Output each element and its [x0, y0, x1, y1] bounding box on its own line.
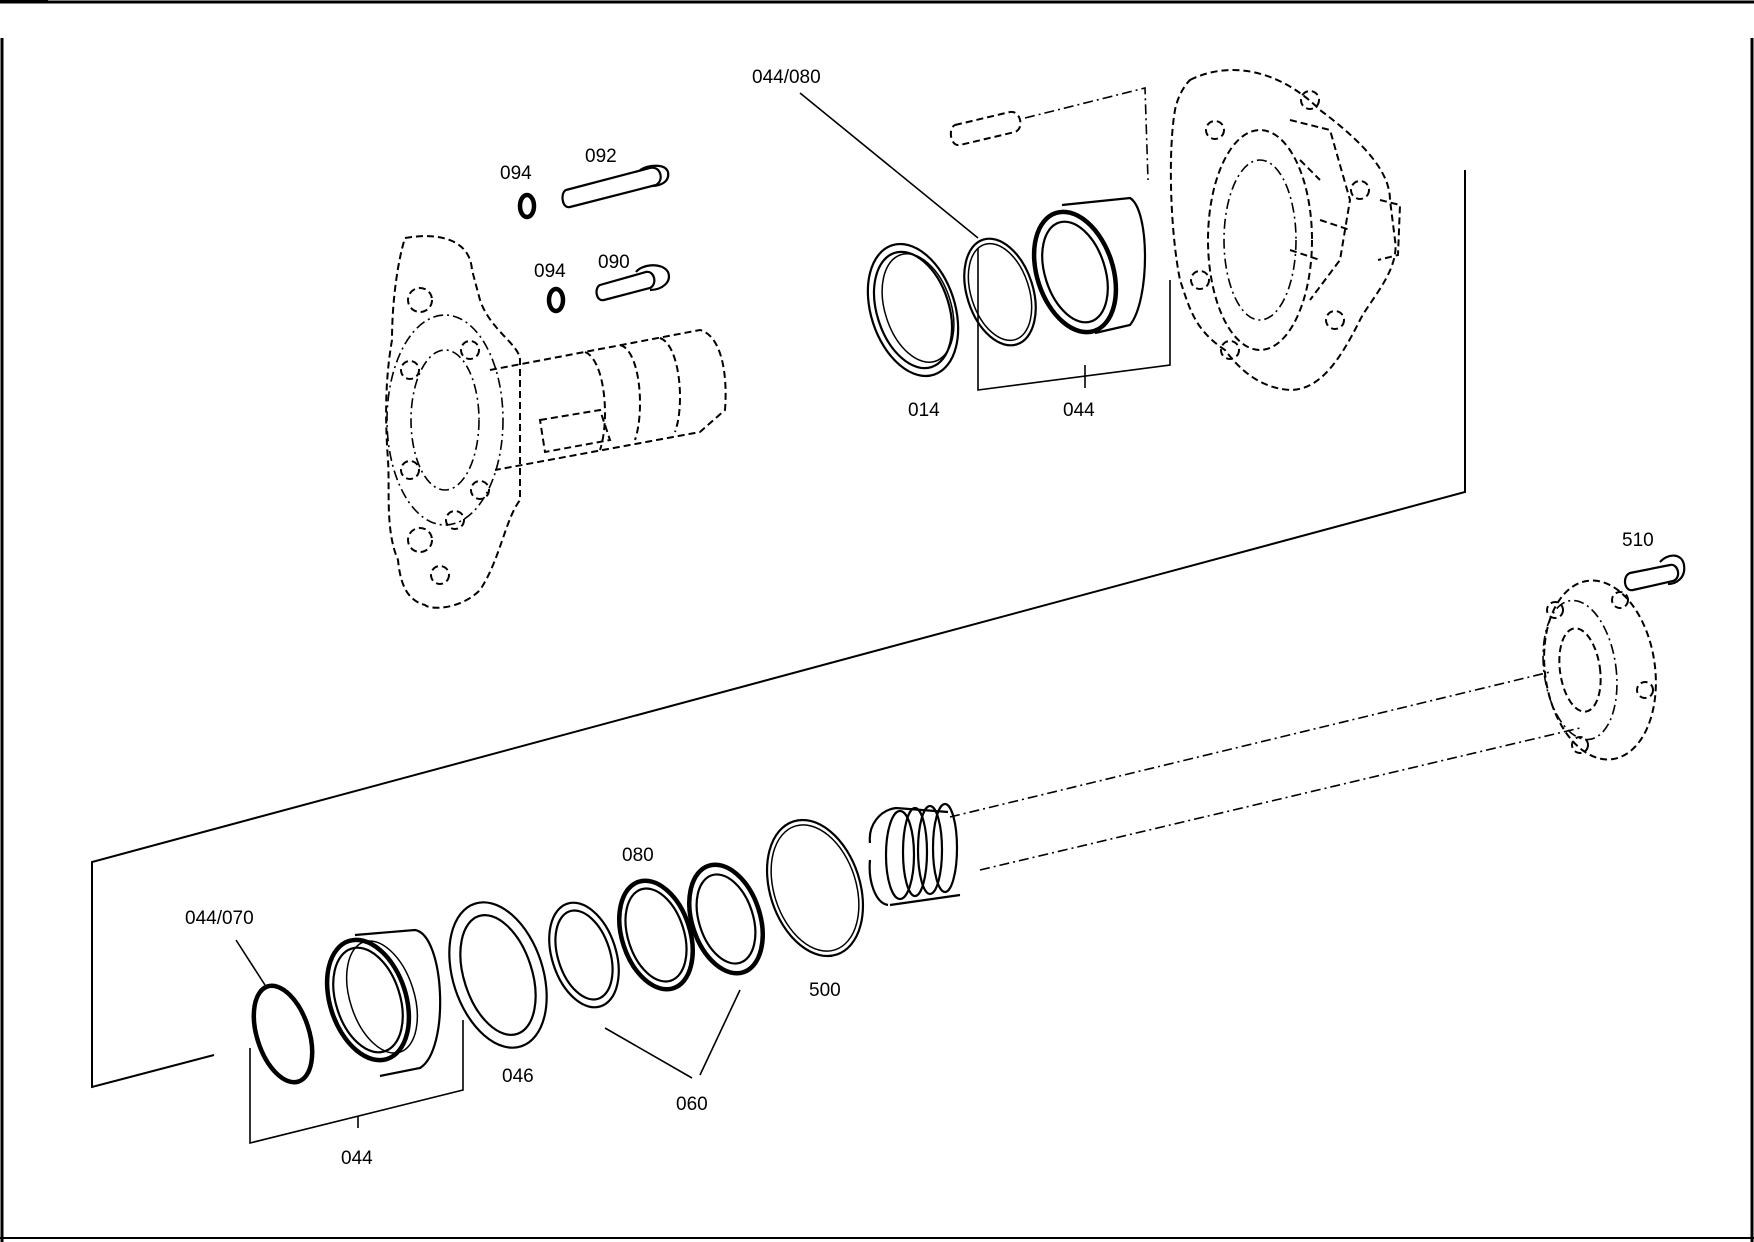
washer-094-lower — [546, 286, 566, 314]
label-500: 500 — [809, 980, 841, 1001]
bolt-510 — [1623, 554, 1686, 592]
bolt-090 — [595, 264, 670, 302]
lock-ring-080 — [617, 878, 695, 992]
label-044-lower: 044 — [341, 1148, 373, 1169]
label-014: 014 — [908, 400, 940, 421]
label-094-lower: 094 — [534, 261, 566, 282]
spacer-046 — [448, 901, 548, 1049]
label-094-upper: 094 — [500, 163, 532, 184]
label-510: 510 — [1622, 530, 1654, 551]
label-090: 090 — [598, 252, 630, 273]
label-044-upper: 044 — [1063, 400, 1095, 421]
screw-upper — [949, 86, 1149, 181]
label-080: 080 — [622, 845, 654, 866]
bearing-044-upper — [1031, 196, 1147, 335]
label-044-080: 044/080 — [752, 67, 821, 88]
washer-094-upper — [517, 192, 537, 220]
callout-labels: 094 092 094 090 044/080 014 044 510 080 … — [185, 67, 1654, 1169]
label-044-070: 044/070 — [185, 908, 254, 929]
seal-ring-014 — [866, 242, 960, 378]
bolt-092 — [561, 164, 670, 209]
assembly-frame — [91, 170, 1466, 1089]
slotted-nut-060b — [548, 901, 620, 1009]
gear-housing — [1169, 69, 1402, 392]
o-ring-500 — [765, 818, 865, 958]
axle-shaft — [868, 671, 1581, 907]
drive-flange — [1542, 579, 1657, 761]
bearing-044-lower — [324, 928, 442, 1078]
leader-lines — [235, 92, 1171, 1145]
carrier-housing — [385, 235, 727, 609]
label-060: 060 — [676, 1094, 708, 1115]
snap-ring-044-070 — [251, 983, 315, 1085]
snap-ring-044-080 — [963, 237, 1037, 347]
label-046: 046 — [502, 1066, 534, 1087]
slotted-nut-060a — [687, 862, 765, 976]
label-092: 092 — [585, 146, 617, 167]
